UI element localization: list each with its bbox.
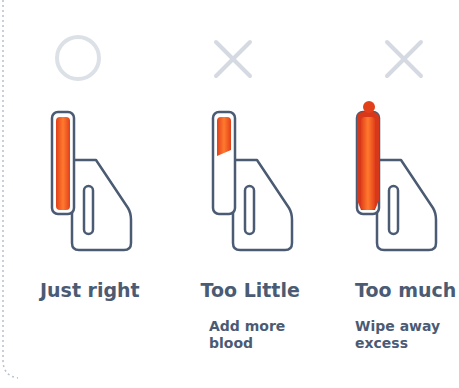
test-strip xyxy=(213,112,292,250)
result-label: Just right xyxy=(40,279,140,302)
correct-mark xyxy=(57,37,99,79)
wrong-mark xyxy=(216,42,250,76)
result-label: Too much xyxy=(355,279,456,302)
result-label: Too Little xyxy=(201,279,300,302)
instruction-note: Wipe away excess xyxy=(355,318,447,352)
dotted-frame xyxy=(3,0,18,378)
wrong-mark xyxy=(387,42,421,76)
instruction-note: Add more blood xyxy=(209,318,291,352)
test-strip xyxy=(357,101,436,250)
test-strip xyxy=(52,112,131,250)
